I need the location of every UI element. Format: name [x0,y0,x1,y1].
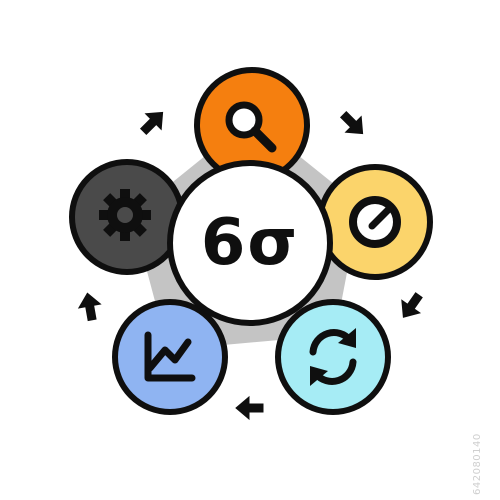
search-icon [225,101,277,153]
gauge-icon [349,196,401,248]
cycle-arrows [77,110,423,421]
center-node [167,160,333,326]
settings-node [69,159,185,275]
gear-icon [99,189,151,241]
decline-chart-icon [144,331,196,382]
decline-chart-node [112,299,228,415]
arrow-down-left-icon [401,292,423,318]
arrow-up-right-icon [139,111,164,136]
arrow-down-right-icon [339,110,364,135]
arrow-up-icon [77,292,102,322]
refresh-icon [309,328,357,386]
arrow-left-icon [235,395,264,421]
gauge-node [317,164,433,280]
stock-id-watermark: 642080140 [472,433,483,495]
search-node [194,67,310,183]
refresh-node [275,299,391,415]
